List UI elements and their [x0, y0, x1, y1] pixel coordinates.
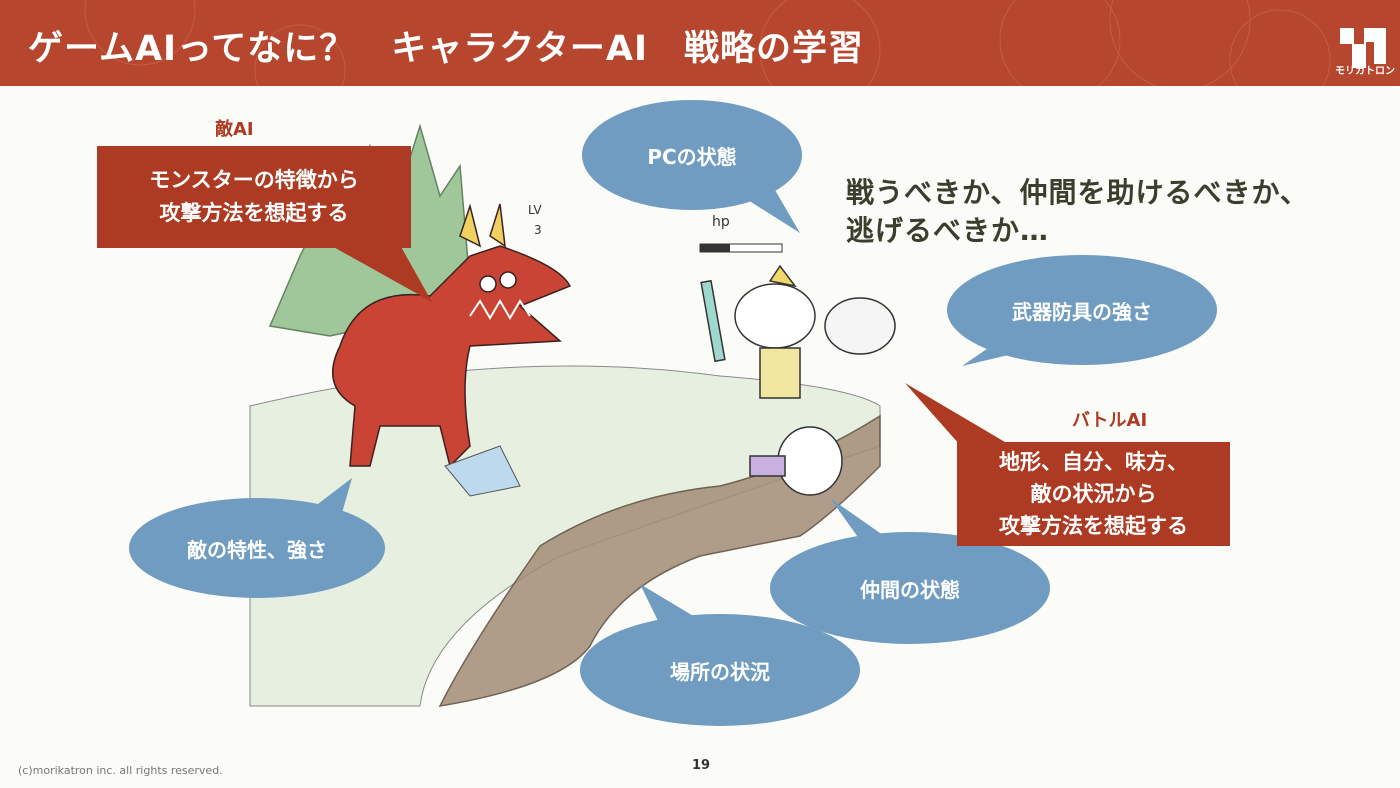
bubble-location: 場所の状況: [670, 659, 770, 684]
hp-bar-fill: [700, 244, 730, 252]
logo-text: モリカトロン: [1335, 66, 1395, 77]
decision-question: 戦うべきか、仲間を助けるべきか、 逃げるべきか…: [846, 174, 1309, 250]
enemy-ai-line: モンスターの特徴から: [149, 168, 359, 192]
cliff: [438, 414, 881, 707]
battle-ai-line: 地形、自分、味方、: [999, 450, 1188, 474]
battle-ai-box: 地形、自分、味方、 敵の状況から 攻撃方法を想起する: [957, 442, 1230, 546]
dragon: [332, 203, 572, 468]
slide-title: ゲームAIってなに？ キャラクターAI 戦略の学習: [28, 29, 865, 69]
bubble-pc-state: PCの状態: [647, 144, 737, 169]
page-number: 19: [692, 758, 711, 773]
question-line: 逃げるべきか…: [846, 214, 1050, 247]
battle-ai-line: 攻撃方法を想起する: [999, 514, 1188, 538]
copyright: (c)morikatron inc. all rights reserved.: [18, 764, 223, 777]
enemy-ai-label: 敵AI: [215, 119, 254, 140]
hero-cat: [700, 264, 896, 399]
battle-ai-line: 敵の状況から: [1030, 482, 1157, 506]
sketch-illustration: LV 3 hp: [249, 123, 896, 707]
bubble-equipment: 武器防具の強さ: [1012, 299, 1152, 324]
enemy-ai-line: 攻撃方法を想起する: [159, 201, 349, 225]
hp-label: hp: [712, 214, 730, 230]
bubble-enemy-traits: 敵の特性、強さ: [187, 537, 327, 562]
enemy-ai-box: モンスターの特徴から 攻撃方法を想起する: [97, 146, 411, 248]
header-pattern: [84, 0, 1331, 86]
dropped-items: [444, 445, 521, 497]
bubble-ally-state: 仲間の状態: [860, 577, 960, 602]
question-line: 戦うべきか、仲間を助けるべきか、: [846, 176, 1309, 209]
slide-header: ゲームAIってなに？ キャラクターAI 戦略の学習 モリカトロン: [0, 0, 1400, 86]
morikatron-logo: [1340, 28, 1386, 68]
ally-cat: [749, 426, 843, 496]
battle-ai-label: バトルAI: [1072, 410, 1148, 431]
lv-label: LV: [528, 203, 542, 217]
lv-number: 3: [534, 223, 542, 237]
